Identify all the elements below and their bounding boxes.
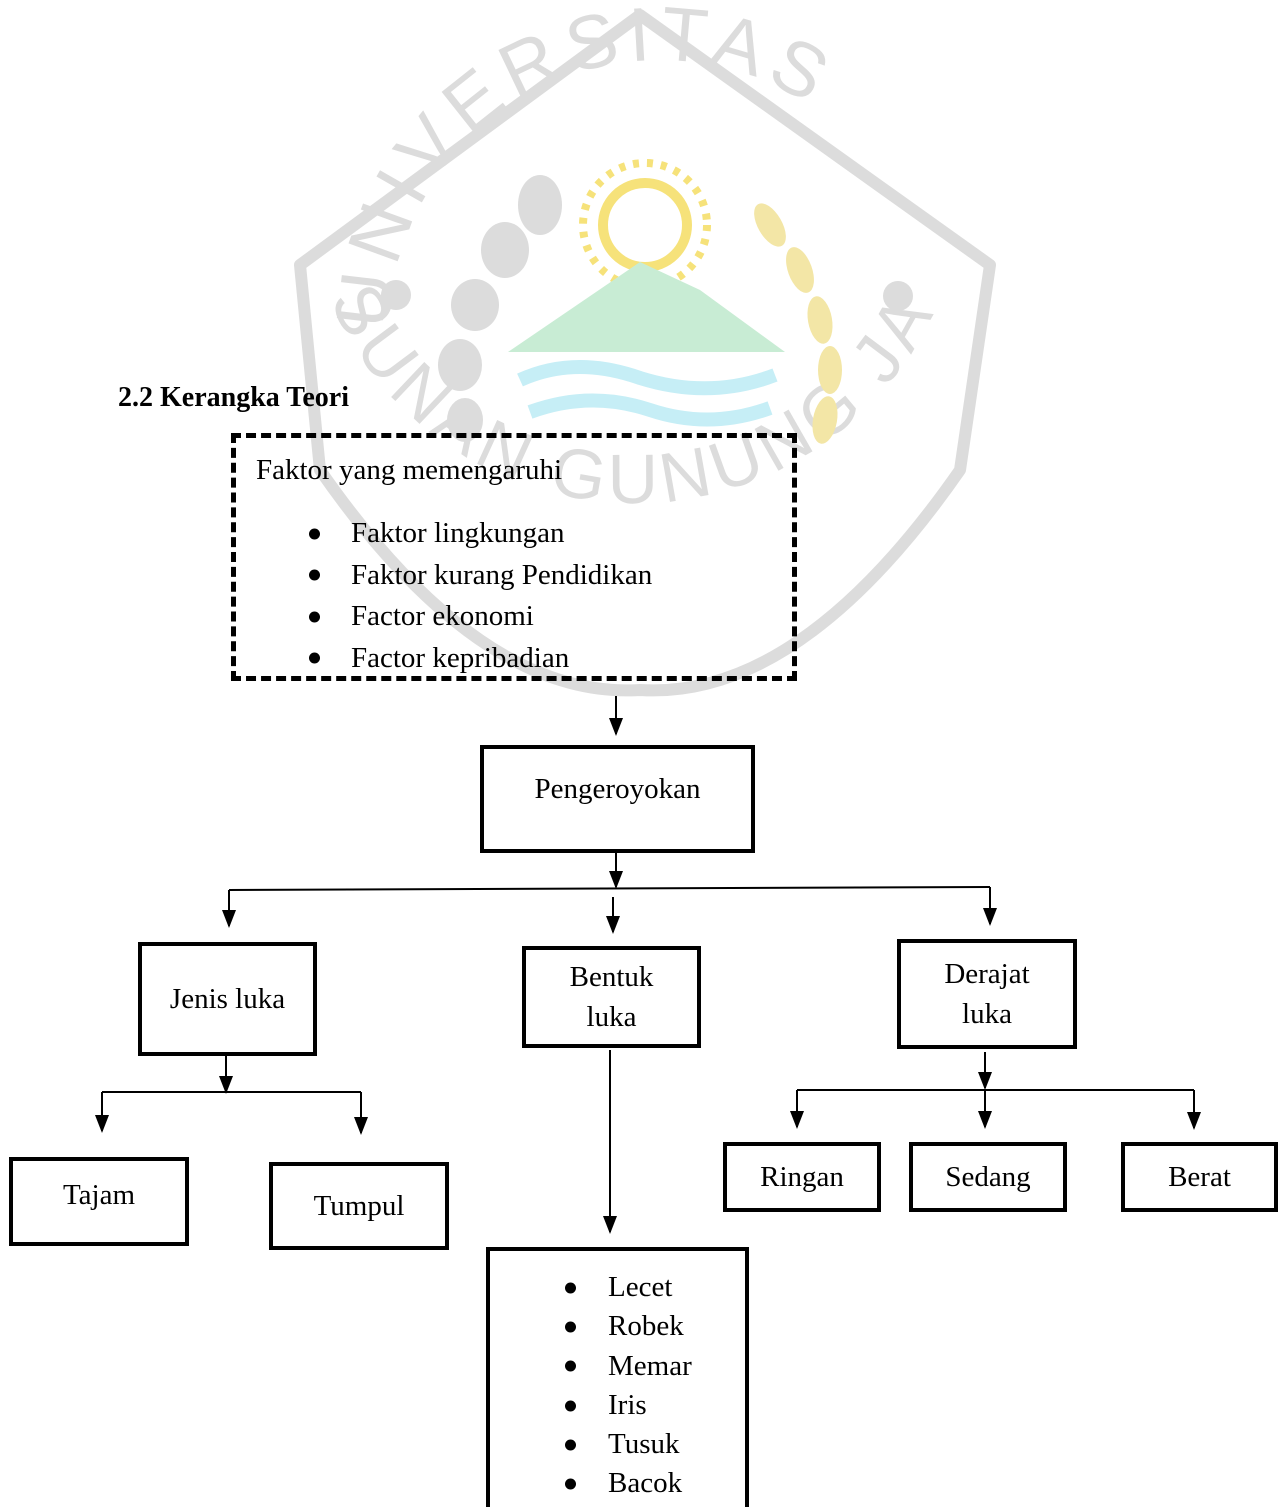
bentuk-luka-list: Lecet Robek Memar Iris Tusuk Bacok	[490, 1268, 745, 1504]
ringan-box: Ringan	[723, 1142, 881, 1212]
sedang-box: Sedang	[909, 1142, 1067, 1212]
cotton-branch-icon	[438, 175, 562, 442]
bentuk-luka-box: Bentuk luka	[522, 946, 701, 1048]
factor-item: Faktor kurang Pendidikan	[256, 555, 792, 597]
university-logo-watermark: UNIVERSITAS SUNAN GUNUNG JATI	[0, 0, 996, 697]
paddy-stalk-icon	[754, 203, 842, 444]
bentuk-luka-item: Lecet	[490, 1268, 745, 1307]
tajam-box: Tajam	[9, 1157, 189, 1246]
bentuk-luka-list-box: Lecet Robek Memar Iris Tusuk Bacok	[486, 1247, 749, 1507]
bentuk-luka-item: Iris	[490, 1386, 745, 1425]
mountain-icon	[508, 262, 785, 352]
factors-title: Faktor yang memengaruhi	[256, 454, 563, 486]
factor-item: Faktor lingkungan	[256, 513, 792, 555]
jenis-luka-box: Jenis luka	[138, 942, 317, 1056]
derajat-luka-box: Derajat luka	[897, 939, 1077, 1049]
water-waves-icon	[517, 360, 778, 427]
seal-dot-right	[883, 281, 913, 311]
berat-box: Berat	[1121, 1142, 1278, 1212]
factor-item: Factor ekonomi	[256, 596, 792, 638]
connector-lines	[95, 696, 1201, 1234]
bentuk-luka-item: Tusuk	[490, 1425, 745, 1464]
bentuk-luka-item: Bacok	[490, 1464, 745, 1503]
factor-item: Factor kepribadian	[256, 638, 792, 677]
factors-list: Faktor lingkungan Faktor kurang Pendidik…	[256, 513, 792, 677]
branch-line-level1	[228, 886, 991, 891]
section-heading: 2.2 Kerangka Teori	[118, 382, 350, 413]
factors-box: Faktor yang memengaruhi Faktor lingkunga…	[231, 433, 797, 681]
seal-dot-left	[381, 280, 411, 310]
tumpul-box: Tumpul	[269, 1162, 449, 1250]
bentuk-luka-item: Memar	[490, 1347, 745, 1386]
bentuk-luka-item: Robek	[490, 1307, 745, 1346]
pengeroyokan-box: Pengeroyokan	[480, 745, 755, 853]
